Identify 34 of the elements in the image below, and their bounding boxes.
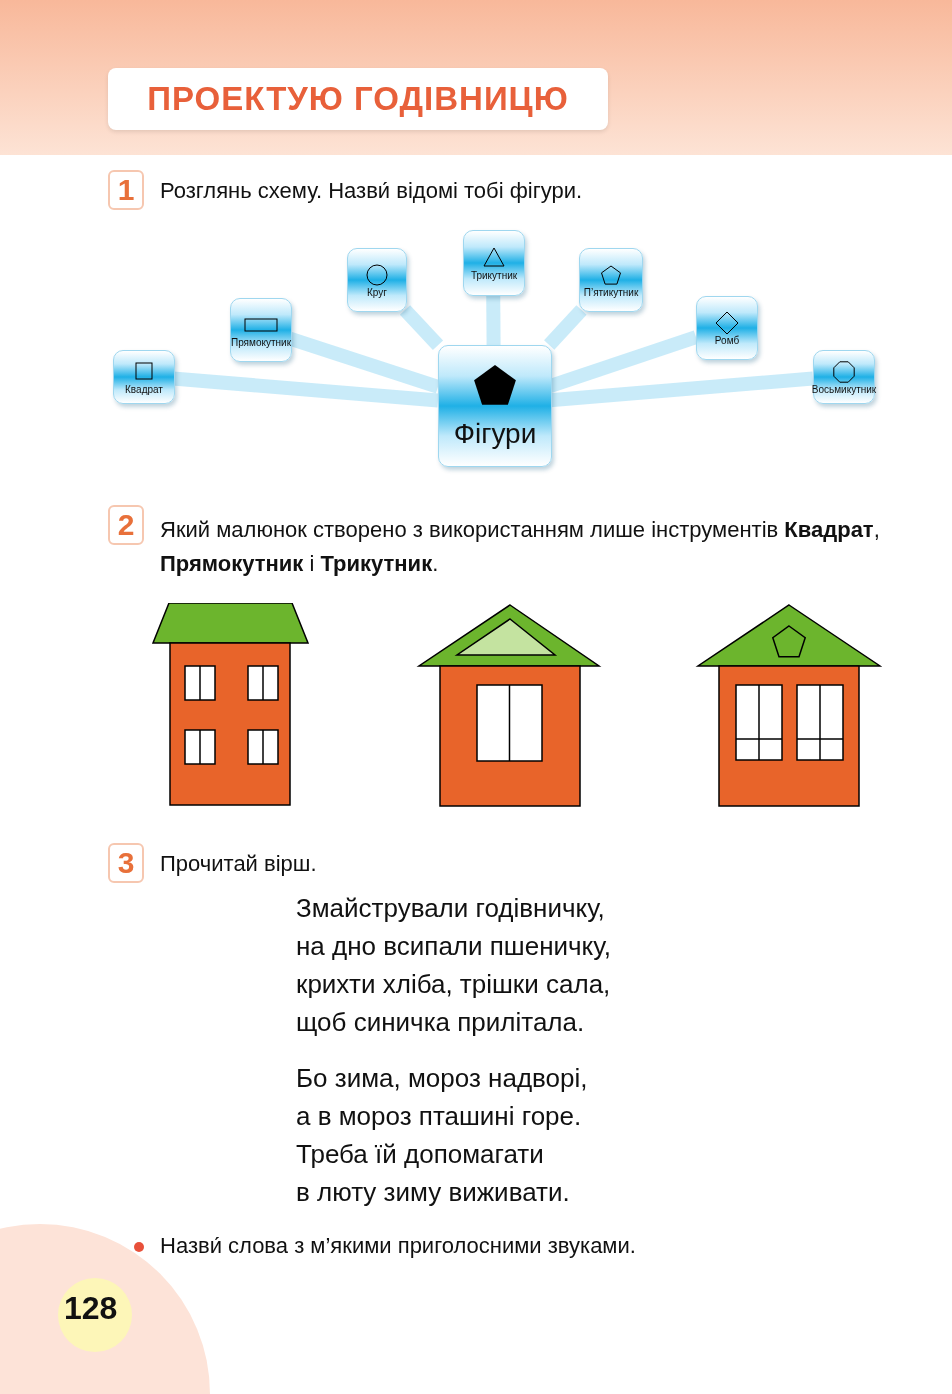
shape-card (438, 345, 552, 467)
node-label: П’ятикутник (583, 286, 639, 298)
step-number: 3 (108, 843, 144, 883)
step-number: 1 (108, 170, 144, 210)
shape-card (347, 248, 407, 312)
connector-beam (544, 305, 587, 350)
poem-line: а в мороз пташині горе. (296, 1101, 582, 1132)
node-label: Круг (367, 286, 387, 298)
shape-card (813, 350, 875, 404)
node-label: Фігури (453, 418, 537, 450)
task-text: Який малюнок створено з використанням лише інструментів Квадрат, Прямокутник і Трикутник. (160, 516, 881, 578)
poem-line: Бо зима, мороз надворі, (296, 1063, 588, 1094)
step-number: 2 (108, 505, 144, 545)
node-label: Трикутник (470, 269, 518, 281)
node-label: Ромб (714, 334, 740, 346)
shape-card (230, 298, 292, 362)
title: ПРОЕКТУЮ ГОДІВНИЦЮ (108, 68, 608, 130)
poem-line: в люту зиму виживати. (296, 1177, 570, 1208)
task-text: Назви́ слова з м’якими приголосними звуками. (160, 1233, 636, 1259)
shape-card (579, 248, 643, 312)
poem-line: Треба їй допомагати (296, 1139, 544, 1170)
node-label: Прямокутник (231, 336, 292, 348)
shape-card (463, 230, 525, 296)
task-text: Розглянь схему. Назви́ відомі тобі фігури. (160, 178, 583, 204)
poem-line: крихти хліба, трішки сала, (296, 969, 611, 1000)
node-label: Квадрат (125, 383, 163, 395)
poem-line: щоб синичка прилітала. (296, 1007, 585, 1038)
poem-line: Змайстрували годівничку, (296, 893, 605, 924)
shape-card (113, 350, 175, 404)
task-text: Прочитай вірш. (160, 851, 317, 877)
shape-card (696, 296, 758, 360)
poem-line: на дно всипали пшеничку, (296, 931, 611, 962)
node-label: Восьмикутник (811, 383, 877, 395)
connector-beam (399, 305, 444, 350)
